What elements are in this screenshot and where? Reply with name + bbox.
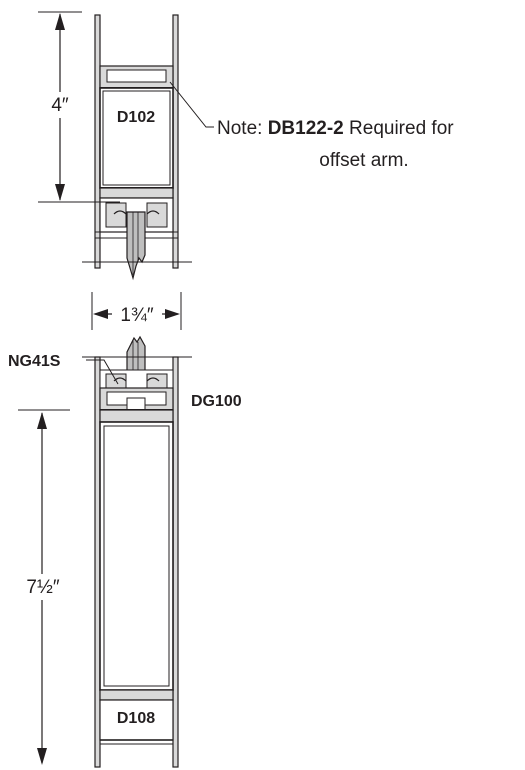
note-part-number: DB122-2: [268, 118, 344, 139]
width-dimension: 1¾″: [91, 292, 182, 330]
note-callout: Note: DB122-2 Required for offset arm.: [169, 81, 454, 171]
gasket-callout: NG41S: [8, 353, 119, 385]
bottom-rail-section: [82, 335, 192, 768]
top-height-dimension: 4″: [38, 11, 120, 203]
note-suffix: Required for: [344, 118, 455, 139]
note-prefix: Note:: [217, 118, 268, 139]
bottom-height-dimension: 7½″: [18, 409, 70, 765]
bottom-height-label: 7½″: [26, 577, 59, 598]
note-line-2: offset arm.: [319, 150, 408, 171]
gasket-label: NG41S: [8, 353, 61, 370]
width-label: 1¾″: [120, 305, 153, 326]
glazing-bead-label: DG100: [191, 393, 242, 410]
top-rail-section: [82, 14, 192, 281]
note-line-1: Note: DB122-2 Required for: [217, 118, 454, 139]
top-height-label: 4″: [51, 95, 69, 116]
top-rail-label: D102: [117, 109, 155, 126]
bottom-rail-label: D108: [117, 710, 155, 727]
